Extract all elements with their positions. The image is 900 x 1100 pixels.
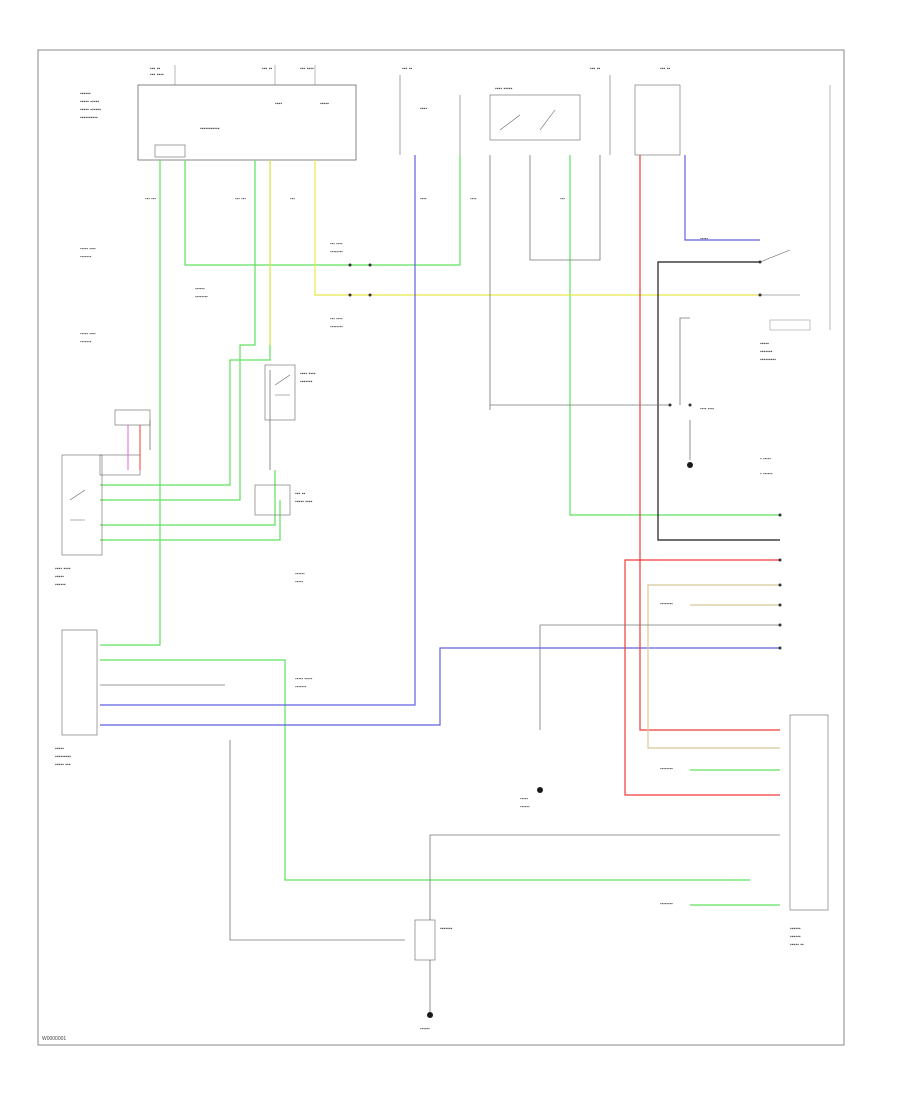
svg-text:▪▪▪: ▪▪▪: [560, 196, 565, 201]
svg-text:▪▪▪▪▪▪▪: ▪▪▪▪▪▪▪: [440, 926, 453, 932]
svg-text:▪▪▪▪▪▪▪▪: ▪▪▪▪▪▪▪▪: [660, 901, 673, 906]
svg-text:▪▪▪▪▪ ▪▪▪▪: ▪▪▪▪▪ ▪▪▪▪: [80, 331, 96, 336]
svg-text:▪▪▪ ▪▪: ▪▪▪ ▪▪: [590, 66, 600, 72]
svg-text:▪▪▪▪▪▪: ▪▪▪▪▪▪: [520, 804, 530, 809]
svg-text:▪▪▪▪▪▪: ▪▪▪▪▪▪: [195, 286, 205, 291]
svg-text:▪▪▪▪▪ ▪▪▪▪▪▪: ▪▪▪▪▪ ▪▪▪▪▪▪: [80, 107, 101, 113]
svg-text:▪▪▪▪▪▪▪: ▪▪▪▪▪▪▪: [80, 254, 92, 259]
green-wires: [100, 155, 780, 906]
svg-text:▪▪▪▪▪▪▪▪: ▪▪▪▪▪▪▪▪: [330, 324, 343, 329]
svg-text:▪▪▪▪ ▪▪▪▪: ▪▪▪▪ ▪▪▪▪: [55, 566, 71, 572]
svg-text:▪▪▪▪▪: ▪▪▪▪▪: [520, 796, 528, 801]
svg-text:▪▪▪▪▪▪: ▪▪▪▪▪▪: [80, 91, 91, 97]
svg-text:▪▪▪: ▪▪▪: [290, 196, 295, 201]
svg-text:▪▪▪▪▪▪▪▪: ▪▪▪▪▪▪▪▪: [660, 601, 673, 606]
svg-text:▪▪▪▪▪▪▪: ▪▪▪▪▪▪▪: [80, 339, 92, 344]
svg-text:▪▪▪ ▪▪: ▪▪▪ ▪▪: [660, 66, 670, 72]
svg-text:▪▪▪▪▪▪▪▪▪▪▪: ▪▪▪▪▪▪▪▪▪▪▪: [200, 126, 220, 132]
svg-text:▪▪▪▪▪▪▪▪: ▪▪▪▪▪▪▪▪: [330, 249, 343, 254]
svg-text:▪▪▪ ▪▪▪▪: ▪▪▪ ▪▪▪▪: [150, 72, 164, 78]
diagram-frame: [37, 49, 845, 1046]
trailer-connector-right: ▪▪▪▪▪▪ ▪▪▪▪▪▪ ▪▪▪▪▪ ▪▪: [789, 714, 829, 948]
svg-text:▪ ▪▪▪▪▪: ▪ ▪▪▪▪▪: [760, 456, 771, 461]
tan-wires: [647, 584, 780, 749]
svg-text:▪▪▪▪▪: ▪▪▪▪▪: [55, 574, 64, 580]
svg-text:▪▪▪▪▪: ▪▪▪▪▪: [760, 341, 769, 347]
svg-text:▪▪▪▪▪▪▪▪▪▪: ▪▪▪▪▪▪▪▪▪▪: [80, 115, 98, 121]
svg-text:▪▪▪▪▪▪: ▪▪▪▪▪▪: [295, 571, 305, 576]
diagram-code: W0000001: [42, 1036, 66, 1042]
wire-labels: ▪▪▪ ▪▪▪ ▪▪▪ ▪▪▪ ▪▪▪ ▪▪▪▪ ▪▪▪▪ ▪▪▪ ▪▪▪▪▪ …: [80, 196, 773, 1031]
ground-mid: [537, 462, 693, 793]
svg-text:▪▪▪▪▪ ▪▪▪▪▪: ▪▪▪▪▪ ▪▪▪▪▪: [80, 99, 99, 105]
svg-text:▪▪▪▪▪▪: ▪▪▪▪▪▪: [55, 582, 66, 588]
svg-text:▪▪▪▪▪▪▪▪: ▪▪▪▪▪▪▪▪: [660, 766, 673, 771]
svg-text:▪▪▪▪ ▪▪▪▪▪: ▪▪▪▪ ▪▪▪▪▪: [495, 86, 513, 92]
relay-left: ▪▪▪▪ ▪▪▪▪ ▪▪▪▪▪▪▪: [264, 364, 316, 421]
svg-text:▪▪▪▪▪: ▪▪▪▪▪: [700, 236, 708, 241]
svg-text:▪▪▪▪▪ ▪▪▪▪: ▪▪▪▪▪ ▪▪▪▪: [80, 246, 96, 251]
svg-text:▪▪▪▪▪: ▪▪▪▪▪: [55, 746, 64, 752]
svg-text:▪▪▪ ▪▪▪▪: ▪▪▪ ▪▪▪▪: [330, 241, 343, 246]
svg-text:▪▪▪ ▪▪: ▪▪▪ ▪▪: [295, 491, 305, 497]
red-wires: [624, 155, 780, 796]
gray-wires: [100, 155, 780, 1015]
ground-left: ▪▪▪▪▪▪▪: [414, 919, 453, 1018]
svg-text:▪▪▪▪: ▪▪▪▪: [420, 196, 427, 201]
svg-text:▪▪▪▪ ▪▪▪▪: ▪▪▪▪ ▪▪▪▪: [700, 406, 714, 411]
yellow-wires: [269, 160, 760, 345]
svg-text:▪▪▪▪▪ ▪▪▪▪: ▪▪▪▪▪ ▪▪▪▪: [295, 499, 313, 505]
svg-text:▪▪▪ ▪▪▪▪: ▪▪▪ ▪▪▪▪: [300, 66, 314, 72]
svg-text:▪▪▪▪▪▪▪: ▪▪▪▪▪▪▪: [295, 684, 307, 689]
svg-text:▪▪▪▪▪▪▪▪: ▪▪▪▪▪▪▪▪: [195, 294, 208, 299]
svg-text:▪▪▪▪▪▪▪: ▪▪▪▪▪▪▪: [300, 379, 313, 385]
svg-text:▪▪▪▪ ▪▪▪▪: ▪▪▪▪ ▪▪▪▪: [300, 371, 316, 377]
junction-dots: [348, 260, 782, 650]
svg-text:▪▪▪ ▪▪: ▪▪▪ ▪▪: [402, 66, 412, 72]
svg-text:▪▪▪ ▪▪: ▪▪▪ ▪▪: [262, 66, 272, 72]
svg-text:▪ ▪▪▪▪▪▪: ▪ ▪▪▪▪▪▪: [760, 471, 773, 476]
svg-text:▪▪▪▪▪: ▪▪▪▪▪: [295, 579, 303, 584]
relay-right-top: ▪▪▪▪▪ ▪▪▪▪▪▪▪ ▪▪▪▪▪▪▪▪▪: [759, 249, 811, 363]
svg-text:▪▪▪▪▪▪: ▪▪▪▪▪▪: [790, 934, 801, 940]
fuse-box-middle: ▪▪▪ ▪▪ ▪▪▪▪ ▪▪▪▪▪ ▪▪▪▪: [399, 66, 581, 155]
svg-text:▪▪▪▪▪ ▪▪: ▪▪▪▪▪ ▪▪: [790, 942, 804, 948]
svg-text:▪▪▪ ▪▪: ▪▪▪ ▪▪: [150, 66, 160, 72]
svg-text:▪▪▪▪▪: ▪▪▪▪▪: [320, 101, 329, 107]
svg-text:▪▪▪ ▪▪▪: ▪▪▪ ▪▪▪: [145, 196, 156, 201]
svg-text:▪▪▪▪▪▪: ▪▪▪▪▪▪: [790, 926, 801, 932]
svg-text:▪▪▪▪▪▪▪: ▪▪▪▪▪▪▪: [760, 349, 773, 355]
fuse-box-right: ▪▪▪ ▪▪ ▪▪▪ ▪▪: [590, 66, 831, 330]
stop-lamp-switch: ▪▪▪▪ ▪▪▪▪ ▪▪▪▪▪ ▪▪▪▪▪▪: [55, 409, 151, 588]
connector-mid: ▪▪▪ ▪▪ ▪▪▪▪▪ ▪▪▪▪: [254, 484, 313, 516]
svg-text:▪▪▪▪▪▪▪▪▪: ▪▪▪▪▪▪▪▪▪: [760, 357, 776, 363]
svg-text:▪▪▪ ▪▪▪▪: ▪▪▪ ▪▪▪▪: [330, 316, 343, 321]
blue-wires: [100, 155, 780, 726]
svg-text:▪▪▪▪: ▪▪▪▪: [470, 196, 477, 201]
svg-text:▪▪▪▪: ▪▪▪▪: [275, 101, 282, 107]
black-wires: [657, 261, 780, 541]
trailer-connector-left: ▪▪▪▪▪ ▪▪▪▪▪▪▪▪▪ ▪▪▪▪▪ ▪▪▪: [55, 629, 98, 768]
svg-text:▪▪▪ ▪▪▪: ▪▪▪ ▪▪▪: [235, 196, 246, 201]
svg-text:▪▪▪▪: ▪▪▪▪: [420, 106, 427, 112]
svg-text:▪▪▪▪▪▪: ▪▪▪▪▪▪: [420, 1026, 430, 1031]
svg-text:▪▪▪▪▪ ▪▪▪▪▪: ▪▪▪▪▪ ▪▪▪▪▪: [295, 676, 313, 681]
svg-text:▪▪▪▪▪ ▪▪▪: ▪▪▪▪▪ ▪▪▪: [55, 762, 71, 768]
fuse-box-left: ▪▪▪▪▪▪ ▪▪▪▪▪ ▪▪▪▪▪ ▪▪▪▪▪ ▪▪▪▪▪▪ ▪▪▪▪▪▪▪▪…: [80, 65, 357, 161]
svg-text:▪▪▪▪▪▪▪▪▪: ▪▪▪▪▪▪▪▪▪: [55, 754, 71, 760]
